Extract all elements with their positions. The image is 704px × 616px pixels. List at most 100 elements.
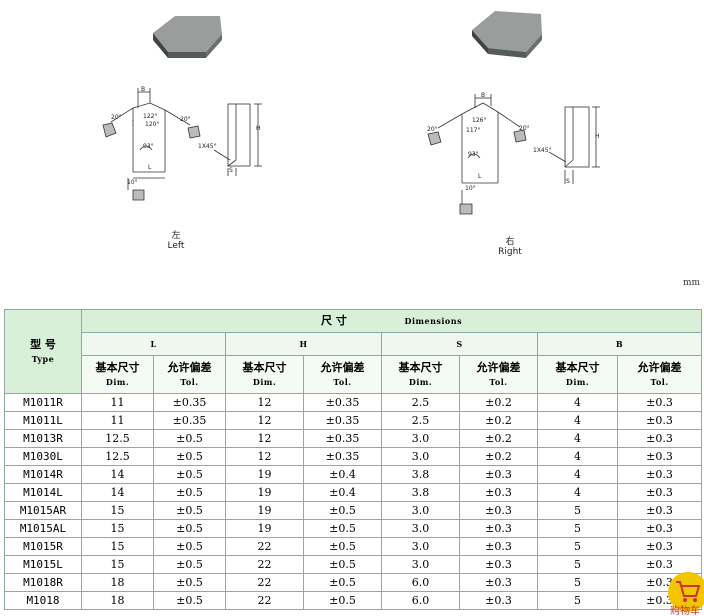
value-cell: 14	[81, 483, 154, 502]
value-cell: ±0.3	[616, 429, 703, 448]
right-label-h: H	[595, 133, 600, 140]
value-cell: 5	[537, 501, 618, 520]
value-cell: ±0.2	[459, 429, 538, 448]
cart-icon	[676, 581, 701, 597]
left-caption-en: Left	[167, 241, 185, 251]
left-label-angle-122: 122°	[143, 113, 157, 120]
right-insert-drawing	[427, 94, 600, 215]
left-label-angle-20-left: 20°	[111, 114, 122, 121]
dim-header-en: Dim.	[252, 376, 277, 387]
value-cell: ±0.3	[459, 519, 538, 538]
model-cell: M1011R	[4, 393, 82, 412]
value-cell: 4	[537, 393, 618, 412]
value-cell: 3.0	[381, 555, 460, 574]
left-label-l: L	[148, 164, 152, 171]
right-label-l: L	[478, 173, 482, 180]
tol-header-en: Tol.	[180, 376, 199, 387]
right-insert-3d-image	[472, 11, 542, 58]
model-cell: M1030L	[4, 447, 82, 466]
value-cell: 5	[537, 591, 618, 610]
value-cell: ±0.35	[303, 393, 382, 412]
right-label-angle-10: 10°	[465, 185, 476, 192]
group-header-l: L	[81, 332, 226, 356]
dim-header-b: 基本尺寸 Dim.	[537, 355, 618, 394]
dim-header-en: Dim.	[408, 376, 433, 387]
value-cell: 4	[537, 483, 618, 502]
left-label-chamfer: 1X45°	[198, 143, 217, 150]
model-cell: M1013R	[4, 429, 82, 448]
value-cell: ±0.3	[459, 591, 538, 610]
left-caption-cn: 左	[171, 231, 181, 241]
model-cell: M1014L	[4, 483, 82, 502]
value-cell: ±0.5	[303, 519, 382, 538]
left-insert-3d-image	[153, 16, 222, 58]
value-cell: 15	[81, 555, 154, 574]
value-cell: ±0.4	[303, 465, 382, 484]
dim-header-en: Dim.	[565, 376, 590, 387]
value-cell: 4	[537, 411, 618, 430]
right-label-angle-20-right: 20°	[519, 125, 530, 132]
value-cell: 6.0	[381, 591, 460, 610]
dim-header-en: Dim.	[105, 376, 130, 387]
value-cell: 2.5	[381, 411, 460, 430]
value-cell: 18	[81, 573, 154, 592]
value-cell: ±0.3	[616, 393, 703, 412]
right-label-angle-93: 93°	[468, 151, 479, 158]
value-cell: ±0.2	[459, 393, 538, 412]
dimensions-header-en: Dimensions	[404, 316, 463, 326]
value-cell: 19	[225, 465, 304, 484]
value-cell: 11	[81, 393, 154, 412]
value-cell: 12	[225, 393, 304, 412]
left-label-angle-120: 120°	[145, 121, 159, 128]
left-label-b: B	[141, 86, 145, 93]
type-header-en: Type	[31, 353, 55, 364]
dim-header-cn: 基本尺寸	[398, 360, 443, 374]
tol-header-cn: 允许偏差	[167, 360, 212, 374]
value-cell: ±0.35	[153, 393, 226, 412]
left-label-angle-10: 10°	[127, 179, 138, 186]
value-cell: ±0.5	[153, 573, 226, 592]
right-label-angle-117: 117°	[466, 127, 480, 134]
tol-header-en: Tol.	[650, 376, 669, 387]
value-cell: ±0.35	[303, 411, 382, 430]
value-cell: ±0.5	[153, 483, 226, 502]
value-cell: ±0.3	[459, 483, 538, 502]
value-cell: ±0.35	[303, 429, 382, 448]
right-label-angle-20-left: 20°	[427, 126, 438, 133]
right-caption-cn: 右	[505, 237, 515, 247]
left-label-h: H	[256, 125, 261, 132]
value-cell: ±0.5	[153, 447, 226, 466]
value-cell: ±0.5	[303, 501, 382, 520]
tol-header-en: Tol.	[489, 376, 508, 387]
left-label-s: S	[229, 167, 233, 174]
unit-label: mm	[683, 278, 701, 288]
right-label-s: S	[566, 178, 570, 185]
value-cell: 12.5	[81, 429, 154, 448]
dim-header-cn: 基本尺寸	[95, 360, 140, 374]
model-cell: M1014R	[4, 465, 82, 484]
value-cell: 3.0	[381, 447, 460, 466]
value-cell: ±0.3	[616, 447, 703, 466]
value-cell: ±0.5	[153, 519, 226, 538]
value-cell: ±0.5	[303, 537, 382, 556]
value-cell: 12	[225, 411, 304, 430]
model-cell: M1011L	[4, 411, 82, 430]
value-cell: ±0.3	[459, 555, 538, 574]
shopping-cart-button[interactable]: 购物车	[664, 564, 704, 616]
dim-header-cn: 基本尺寸	[555, 360, 600, 374]
value-cell: 11	[81, 411, 154, 430]
value-cell: 18	[81, 591, 154, 610]
type-header: 型 号 Type	[4, 309, 82, 394]
value-cell: 22	[225, 537, 304, 556]
value-cell: 3.8	[381, 483, 460, 502]
value-cell: ±0.5	[153, 501, 226, 520]
value-cell: ±0.5	[303, 591, 382, 610]
insert-drawing-figure: B 20° 122° 120° 20° 93° L 10° H 1X45° S	[102, 11, 600, 215]
value-cell: 22	[225, 591, 304, 610]
value-cell: 2.5	[381, 393, 460, 412]
